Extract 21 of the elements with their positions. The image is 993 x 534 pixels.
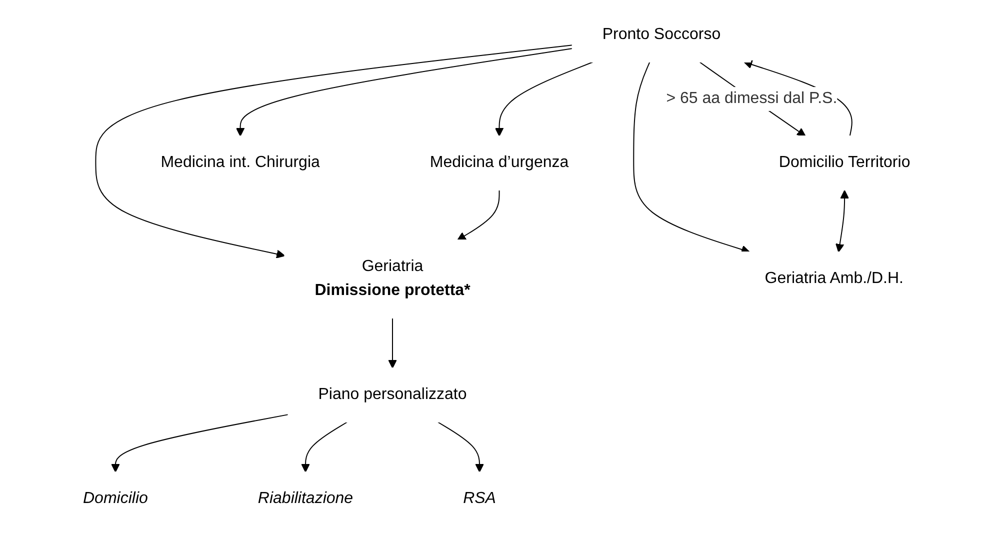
arrow <box>437 422 484 472</box>
node-text: Pronto Soccorso <box>602 26 721 43</box>
node-text: Medicina int. Chirurgia <box>160 154 320 171</box>
arrow <box>300 422 348 472</box>
node-text: Geriatria Dimissione protetta* <box>314 258 470 299</box>
node-text: RSA <box>462 490 496 507</box>
node-text: Piano personalizzato <box>318 386 467 403</box>
edge-label: > 65 aa dimessi dal P.S. <box>666 90 838 107</box>
node-text: Domicilio <box>82 490 148 507</box>
arrow <box>633 62 750 254</box>
node-text: Geriatria Amb./D.H. <box>764 270 904 287</box>
arrow <box>494 62 594 136</box>
arrow <box>236 48 573 136</box>
arrow <box>110 414 289 472</box>
arrow <box>835 190 849 252</box>
arrow <box>457 190 500 240</box>
arrow <box>388 318 397 368</box>
node-text: Medicina d’urgenza <box>430 154 569 171</box>
node-text: Domicilio Territorio <box>778 154 910 171</box>
node-text: Riabilitazione <box>258 490 353 507</box>
arrow <box>95 44 573 258</box>
